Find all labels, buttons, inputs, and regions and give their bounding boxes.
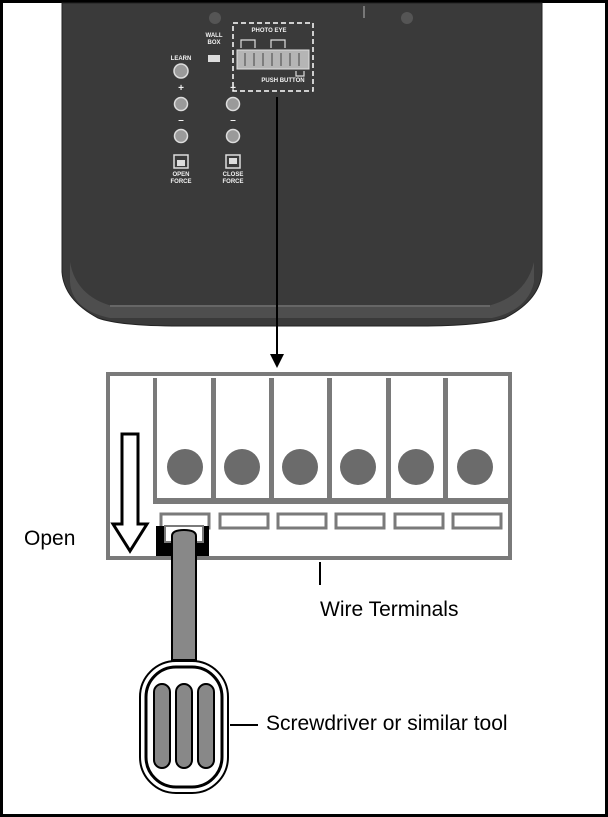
photo-eye-label: PHOTO EYE [243, 28, 295, 35]
close-force-label: CLOSE FORCE [218, 172, 248, 186]
open-minus-label: – [175, 116, 187, 126]
open-slot-divider [153, 378, 157, 498]
close-plus-label: + [226, 84, 240, 94]
mount-screw-left [209, 12, 221, 24]
screwdriver [140, 530, 228, 793]
open-label: Open [24, 527, 75, 551]
opener-unit [62, 3, 542, 326]
terminal-ledge [153, 498, 508, 504]
handle-grip-1 [154, 684, 170, 768]
wire-terminals-label: Wire Terminals [320, 598, 458, 622]
open-force-plus-button[interactable] [175, 98, 188, 111]
terminal-block [108, 374, 510, 558]
close-force-minus-button[interactable] [227, 130, 240, 143]
screwdriver-shaft [172, 530, 196, 660]
handle-grip-2 [176, 684, 192, 768]
connector-arrow-head [270, 354, 284, 368]
mount-screw-right [401, 12, 413, 24]
wall-box-terminal [208, 55, 220, 62]
open-force-label: OPEN FORCE [166, 172, 196, 186]
close-minus-label: – [227, 116, 239, 126]
learn-button[interactable] [174, 64, 188, 78]
close-force-plus-button[interactable] [227, 98, 240, 111]
close-force-icon-fill [229, 158, 237, 164]
handle-grip-3 [198, 684, 214, 768]
screwdriver-label: Screwdriver or similar tool [266, 712, 508, 736]
open-plus-label: + [175, 84, 187, 94]
open-force-minus-button[interactable] [175, 130, 188, 143]
wall-box-label: WALL BOX [203, 33, 225, 47]
learn-label: LEARN [166, 56, 196, 63]
open-force-icon-fill [177, 160, 185, 166]
push-button-label: PUSH BUTTON [255, 78, 311, 85]
terminal-strip-small [237, 50, 309, 69]
